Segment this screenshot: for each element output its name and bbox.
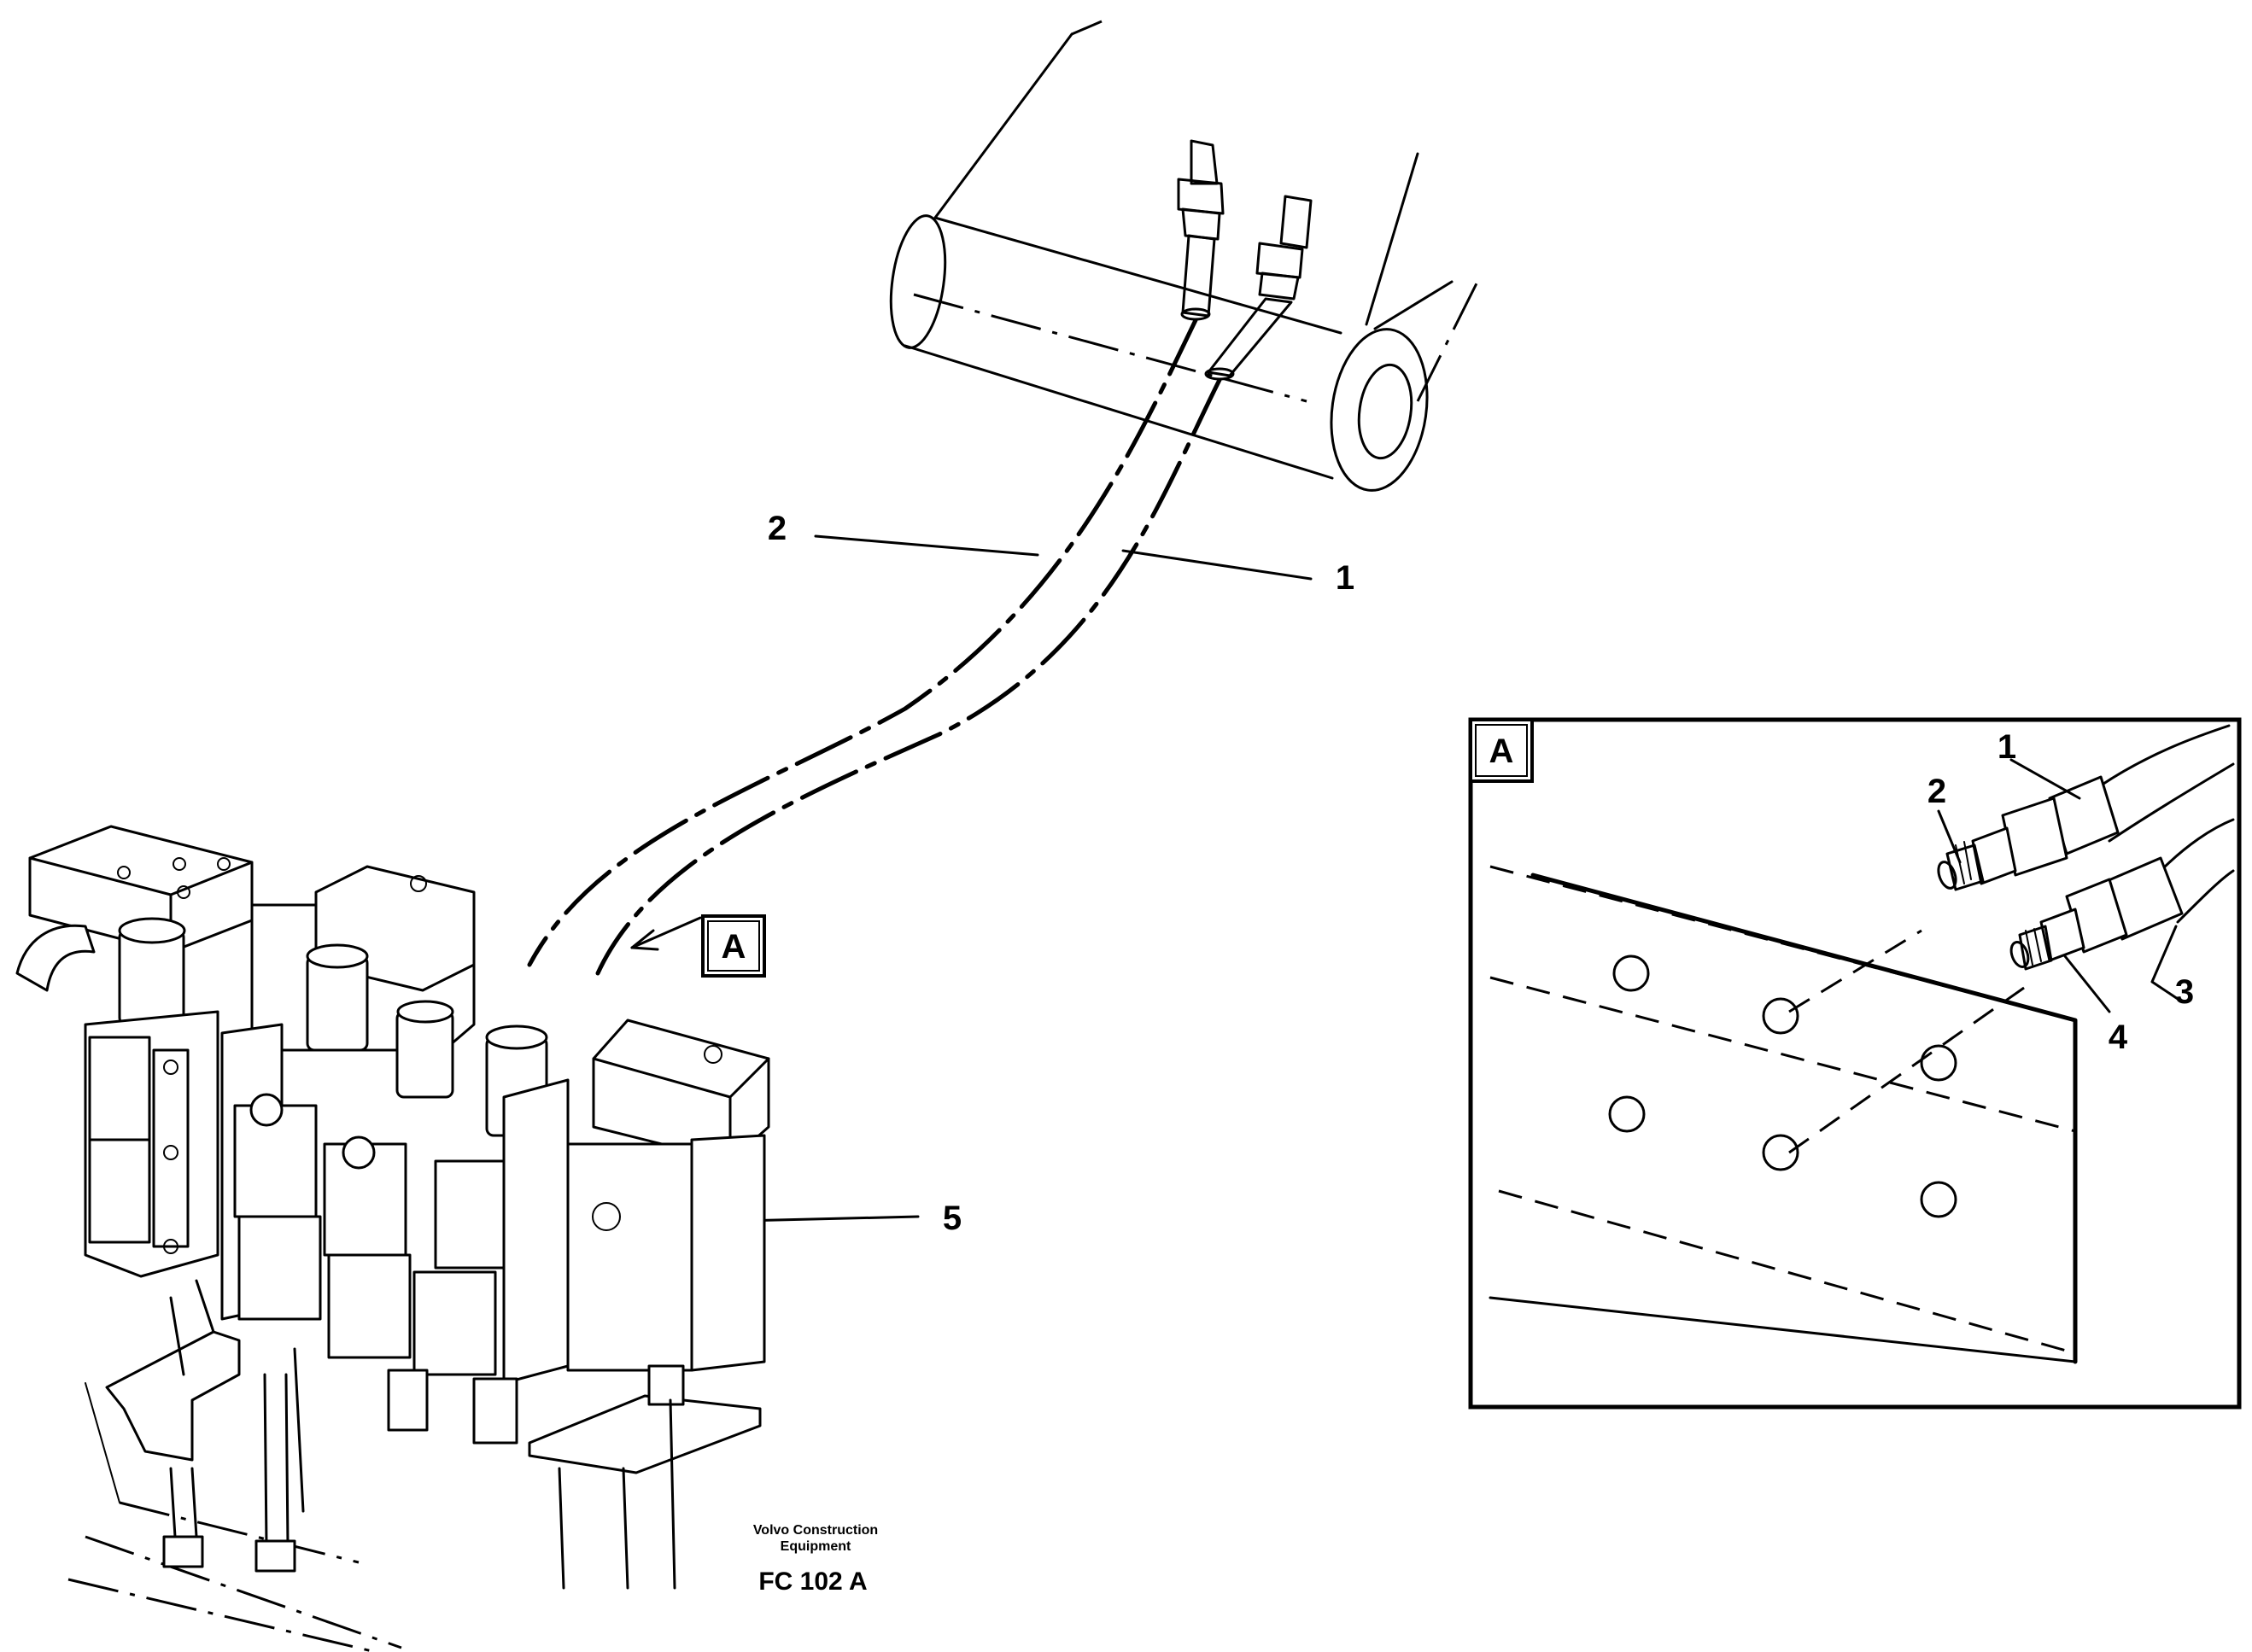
detail-callout-4: 4 <box>2109 1019 2128 1056</box>
detail-callout-3: 3 <box>2175 973 2194 1011</box>
callout-5: 5 <box>943 1200 962 1237</box>
detail-callout-1: 1 <box>1998 728 2016 766</box>
leader-2 <box>814 534 1039 557</box>
publisher-line-1: Volvo Construction <box>753 1523 878 1538</box>
control-valve-assembly <box>15 825 770 1652</box>
publisher-line-2: Equipment <box>781 1539 851 1554</box>
callout-1: 1 <box>1336 559 1354 597</box>
detail-pointer-label: A <box>722 928 746 966</box>
callout-2: 2 <box>768 510 787 547</box>
boom-cylinder <box>889 20 1479 492</box>
detail-view-A: A <box>1468 717 2242 1410</box>
detail-pointer-A: A <box>701 914 766 978</box>
hose-lines <box>527 318 1222 976</box>
figure-code: FC 102 A <box>758 1567 867 1596</box>
detail-callout-2: 2 <box>1927 773 1946 810</box>
leader-5 <box>741 1215 920 1223</box>
leader-1 <box>1121 549 1313 581</box>
cylinder-hose-fittings <box>1177 139 1313 381</box>
detail-view-label: A <box>1489 733 1514 770</box>
